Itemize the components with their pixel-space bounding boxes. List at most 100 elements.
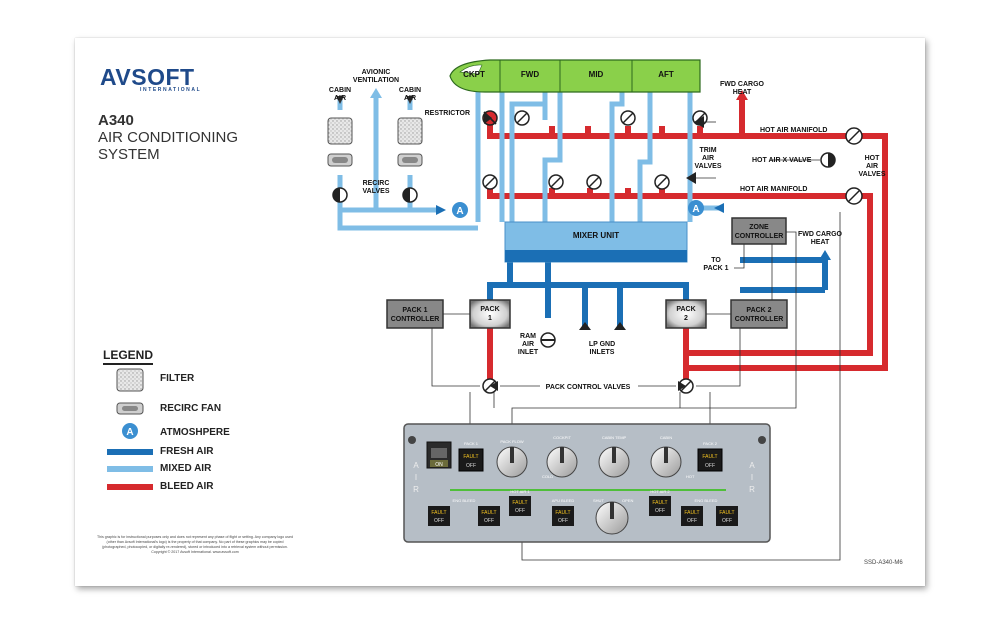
eng-bleed-4-button[interactable] — [716, 506, 738, 526]
pack2-controller-line1: PACK 2 — [746, 307, 771, 314]
pack1-button[interactable] — [458, 448, 484, 472]
pack2-line2: 2 — [684, 315, 688, 322]
ram-air-switch[interactable] — [426, 441, 452, 469]
system-title: AIR CONDITIONING SYSTEM — [98, 129, 239, 163]
cockpit-temp-knob[interactable] — [546, 446, 578, 478]
apu-bleed-fault: FAULT — [555, 510, 570, 516]
panel-side-r-left: R — [413, 485, 419, 494]
pack2-controller-line2: CONTROLLER — [735, 316, 784, 323]
pack1-controller-line2: CONTROLLER — [391, 316, 440, 323]
restrictor-label: RESTRICTOR — [425, 110, 470, 117]
trim-air-valves-line1: TRIM — [699, 147, 716, 154]
mixer-unit-label: MIXER UNIT — [573, 231, 619, 240]
fwd-cargo-heat-mid-line2: HEAT — [811, 239, 830, 246]
to-pack1-line1: TO — [711, 257, 721, 264]
recirc-flow-arrow-icon — [436, 205, 446, 215]
pack-flow-knob[interactable] — [496, 446, 528, 478]
ram-air-inlet-valve — [540, 332, 556, 348]
hot-air-manifold-bottom-label: HOT AIR MANIFOLD — [740, 186, 807, 193]
zone-fwd: FWD — [521, 70, 539, 79]
pack-control-valves-label: PACK CONTROL VALVES — [546, 384, 631, 391]
legend-label-bleed-air: BLEED AIR — [160, 481, 214, 492]
panel-side-r-right: R — [749, 485, 755, 494]
to-pack1-line2: PACK 1 — [703, 265, 728, 272]
panel-side-i-right: I — [751, 473, 753, 482]
pack2-fault: FAULT — [702, 454, 717, 460]
cabin-air-right-arrow-icon — [406, 96, 414, 104]
apu-bleed-button[interactable] — [552, 506, 574, 526]
zone-controller — [731, 217, 787, 245]
panel-side-a-left: A — [413, 461, 419, 470]
eng-bleed-2-fault: FAULT — [481, 510, 496, 516]
zone-mid: MID — [589, 70, 604, 79]
lp-gnd-inlet-1-arrow-icon — [579, 322, 591, 330]
hot-air-manifold-top-label: HOT AIR MANIFOLD — [760, 127, 827, 134]
legend-label-atmosphere: ATMOSHPERE — [160, 427, 230, 438]
hot-air-1-label: HOT AIR 1 — [510, 489, 530, 494]
aircraft-model: A340 — [98, 112, 134, 129]
zone-ckpt: CKPT — [463, 70, 485, 79]
eng-bleed-1-off: OFF — [434, 518, 444, 524]
recirc-valves-line2: VALVES — [363, 188, 390, 195]
pack2-off: OFF — [705, 463, 715, 469]
pack2-button[interactable] — [697, 448, 723, 472]
hot-air-x-valve-label: HOT AIR X VALVE — [752, 157, 812, 164]
avionic-ventilation-line2: VENTILATION — [353, 77, 399, 84]
eng-bleed-3-off: OFF — [687, 518, 697, 524]
xbleed-knob[interactable] — [595, 501, 629, 535]
eng-bleed-2-button[interactable] — [478, 506, 500, 526]
trim-valves-pointer-icon — [686, 172, 696, 184]
lp-gnd-inlet-2-arrow-icon — [614, 322, 626, 330]
recirc-valve-right — [402, 187, 418, 203]
pack-valve-right-pointer-icon — [678, 381, 686, 391]
trim-air-valves-line2: AIR — [702, 155, 714, 162]
hot-air-2-off: OFF — [655, 508, 665, 514]
fuselage — [449, 59, 701, 93]
avsoft-logo: AVSOFT — [100, 64, 195, 90]
fwd-cargo-heat-arrow-icon — [736, 90, 748, 100]
hot-air-1-fault: FAULT — [512, 500, 527, 506]
hot-air-2-button[interactable] — [649, 496, 671, 516]
cabin-filter-right — [397, 117, 423, 145]
recirc-valve-left — [332, 187, 348, 203]
fwd-cargo-heat-mid-line1: FWD CARGO — [798, 231, 842, 238]
legend-recirc-fan-icon — [116, 402, 144, 415]
restrictor-pointer-icon — [484, 112, 492, 124]
legend-label-mixed-air: MIXED AIR — [160, 463, 212, 474]
pack2-controller — [730, 299, 788, 329]
recirc-fan-right — [397, 153, 423, 167]
cabin-air-right-line1: CABIN — [399, 87, 421, 94]
trim-valves-upper-pointer-icon — [694, 116, 704, 128]
legend-fresh-air-swatch — [107, 449, 153, 455]
legend-label-filter: FILTER — [160, 373, 195, 384]
atmosphere-right-arrow-icon — [714, 203, 724, 213]
hot-air-valves-line2: AIR — [866, 163, 878, 170]
hot-air-valves-line1: HOT — [865, 155, 881, 162]
trim-air-valves-line3: VALVES — [695, 163, 722, 170]
disclaimer-text: This graphic is for instructional purpos… — [97, 535, 293, 554]
ram-air-inlet-line1: RAM — [520, 333, 536, 340]
pack1-fault: FAULT — [463, 454, 478, 460]
cabin-temp-knob[interactable] — [598, 446, 630, 478]
svg-text:A: A — [126, 427, 133, 438]
xbleed-shut: SHUT — [593, 498, 604, 503]
cabin-filter-left — [327, 117, 353, 145]
pack1 — [469, 299, 511, 329]
fwd-cargo-heat-mid-arrow-icon — [819, 250, 831, 260]
panel-side-a-right: A — [749, 461, 755, 470]
cabin-knob[interactable] — [650, 446, 682, 478]
pack1-panel-label: PACK 1 — [464, 441, 479, 446]
cabin-label: CABIN — [660, 435, 672, 440]
hot-air-1-button[interactable] — [509, 496, 531, 516]
legend-label-fresh-air: FRESH AIR — [160, 446, 214, 457]
mixer-unit-outlet — [505, 250, 687, 262]
atmosphere-valve-left: A — [452, 202, 468, 218]
legend-filter-icon — [116, 368, 144, 392]
eng-bleed-1-button[interactable] — [428, 506, 450, 526]
pack2-line1: PACK — [676, 306, 695, 313]
hot-air-x-valve — [820, 152, 836, 168]
trim-air-valves-lower — [482, 174, 670, 190]
fwd-cargo-heat-top-line2: HEAT — [733, 89, 752, 96]
eng-bleed-3-button[interactable] — [681, 506, 703, 526]
